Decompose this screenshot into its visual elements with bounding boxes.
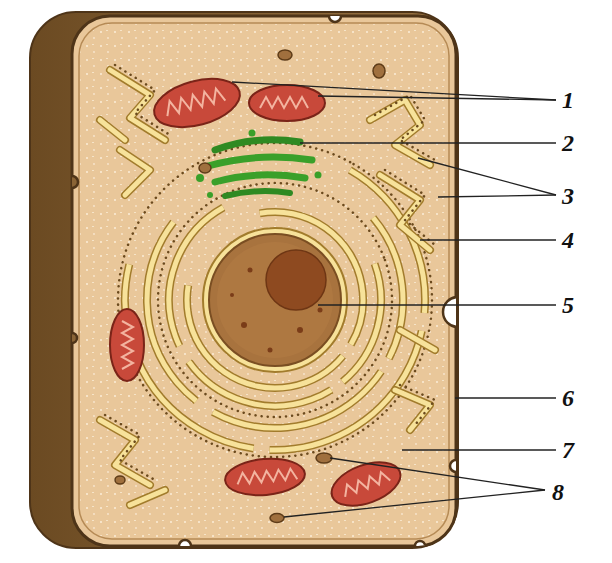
leader-lines <box>232 82 556 517</box>
mitochondria <box>110 70 406 514</box>
rough-er <box>61 65 490 514</box>
callout-number: 6 <box>562 386 574 410</box>
nucleus <box>203 228 347 372</box>
callout-number: 3 <box>562 184 574 208</box>
cytoplasm-texture <box>80 24 448 538</box>
callout-number: 4 <box>562 228 574 252</box>
callout-number: 5 <box>562 293 574 317</box>
vesicles <box>115 50 385 523</box>
callout-number: 1 <box>562 88 574 112</box>
callout-number: 7 <box>562 438 574 462</box>
callout-number: 2 <box>562 131 574 155</box>
callout-number: 8 <box>552 480 564 504</box>
plasma-membrane <box>79 23 449 539</box>
golgi-apparatus <box>196 130 322 199</box>
